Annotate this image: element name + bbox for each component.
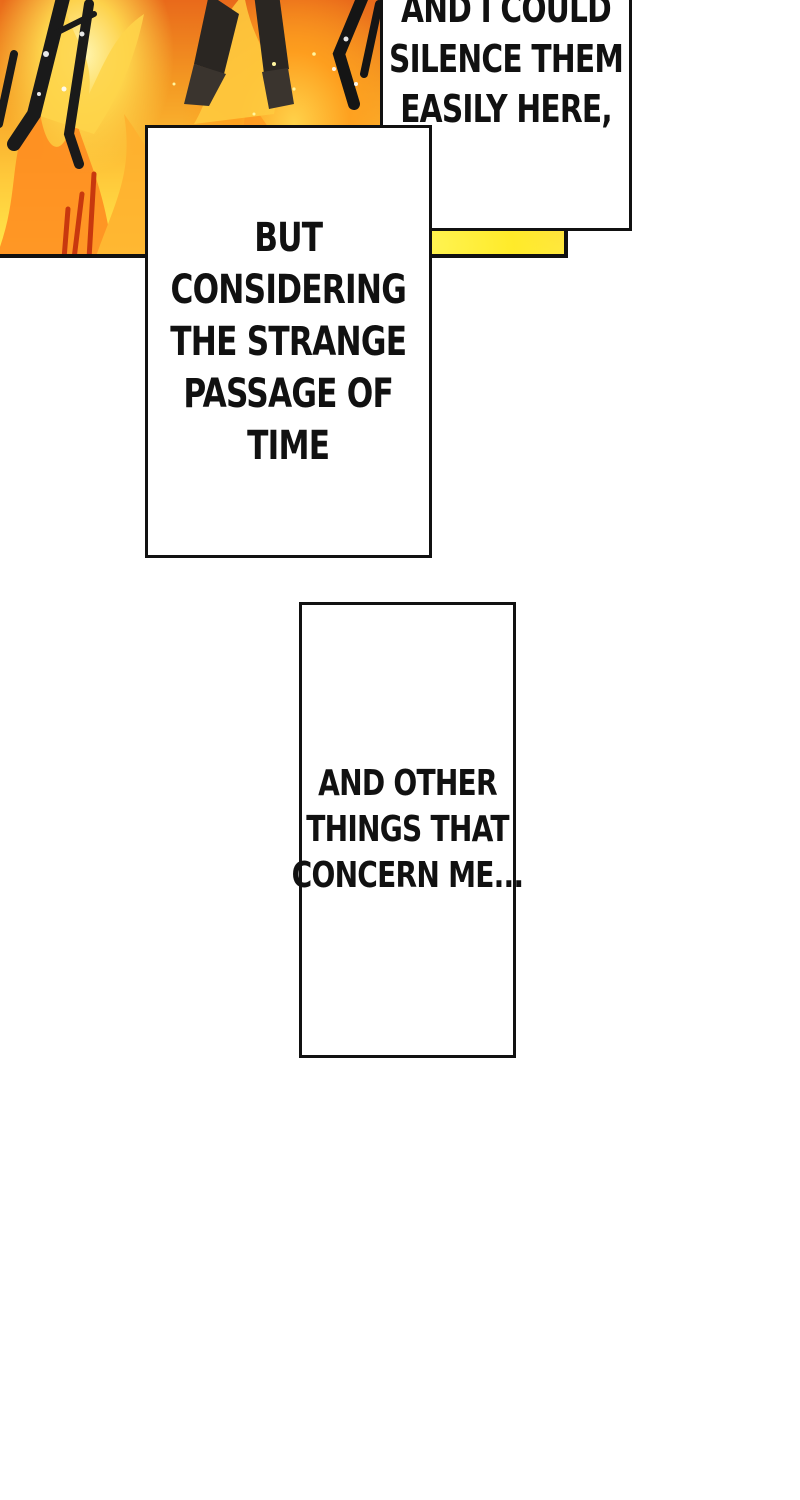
caption-line: PASSAGE OF — [183, 370, 394, 417]
narration-text-top: AND I COULD SILENCE THEM EASILY HERE, — [388, 0, 624, 134]
narration-box-bottom: AND OTHER THINGS THAT CONCERN ME... — [292, 602, 524, 1058]
narration-text-bottom: AND OTHER THINGS THAT CONCERN ME... — [292, 761, 524, 899]
caption-line: TIME — [247, 422, 330, 469]
narration-text-middle: BUT CONSIDERING THE STRANGE PASSAGE OF T… — [170, 212, 408, 472]
caption-line: AND OTHER — [318, 763, 497, 804]
caption-line: CONSIDERING — [170, 266, 407, 313]
caption-line: THINGS THAT — [306, 809, 509, 850]
caption-line: AND I COULD — [401, 0, 612, 31]
caption-line: SILENCE THEM — [388, 37, 624, 81]
narration-box-middle: BUT CONSIDERING THE STRANGE PASSAGE OF T… — [145, 125, 432, 558]
caption-line: EASILY HERE, — [400, 87, 612, 131]
caption-line: CONCERN ME... — [291, 855, 524, 896]
caption-line: BUT — [254, 214, 323, 261]
caption-line: THE STRANGE — [170, 318, 408, 365]
